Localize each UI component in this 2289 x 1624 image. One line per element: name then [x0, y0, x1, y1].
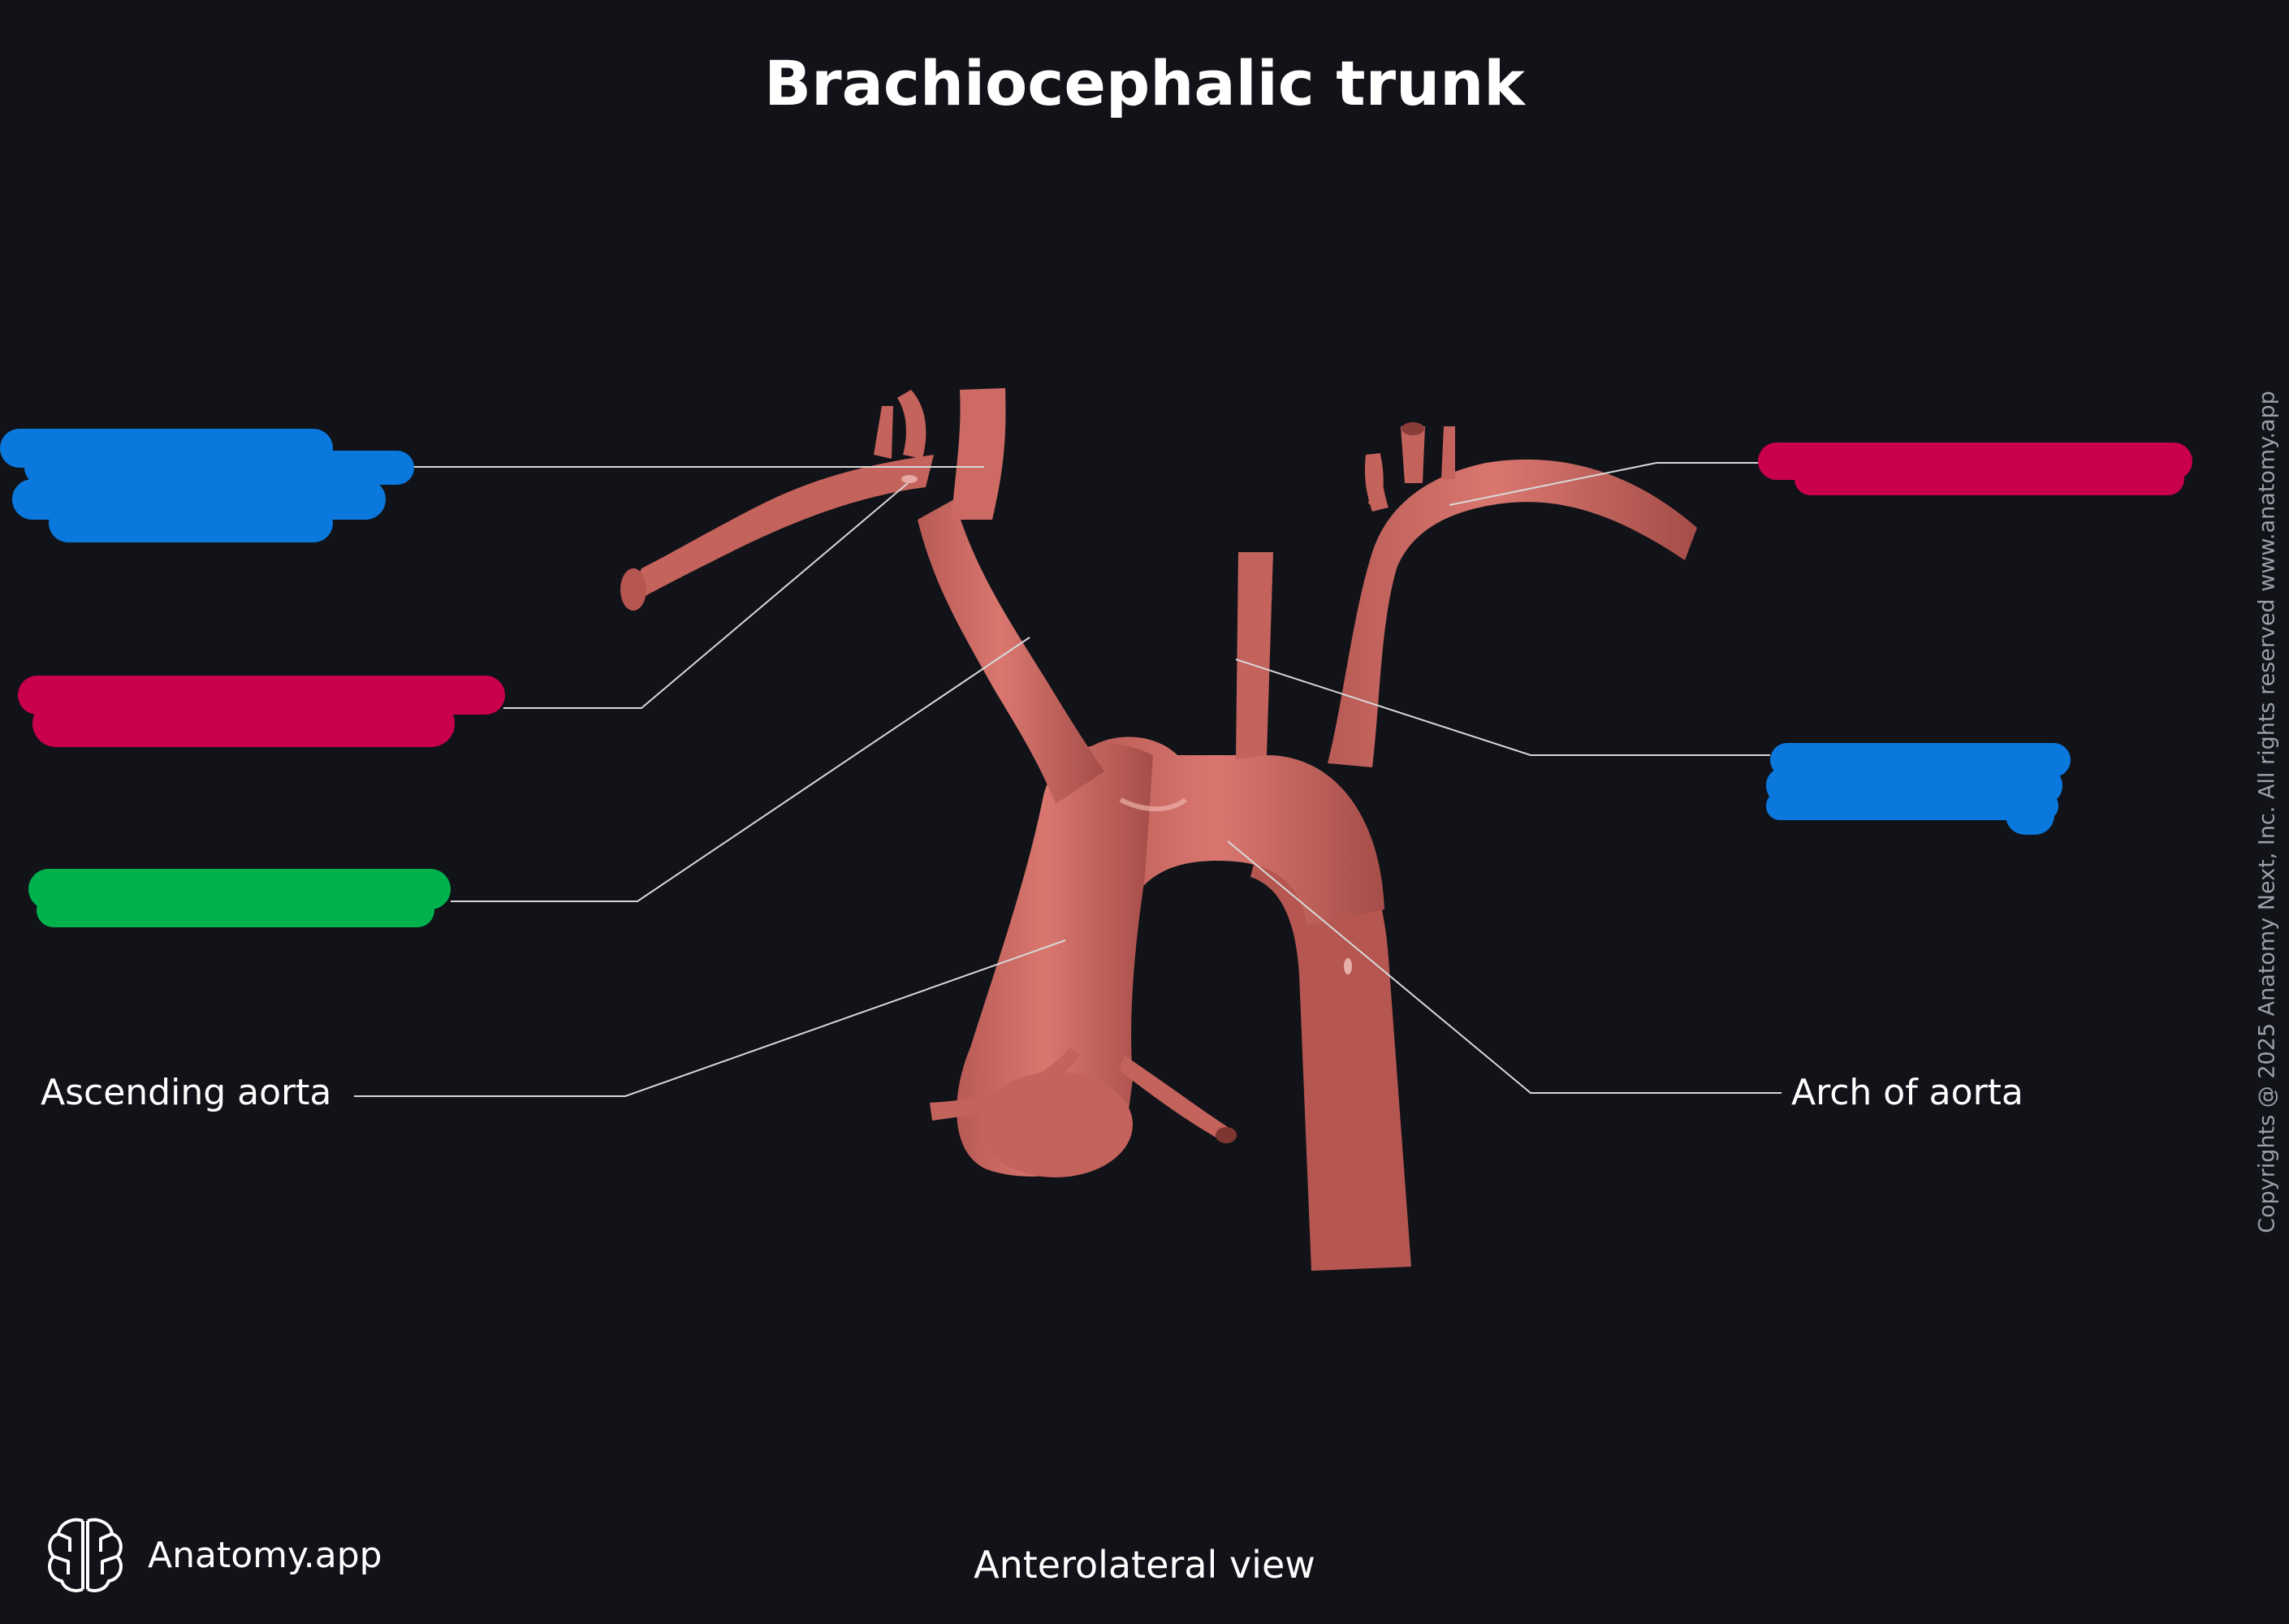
redacted-label-right-middle — [1766, 743, 2071, 835]
label-ascending-aorta: Ascending aorta — [41, 1072, 332, 1113]
descending-aorta — [1250, 803, 1411, 1271]
right-common-carotid — [952, 388, 1006, 520]
leader-line-ascending-aorta — [354, 939, 1066, 1097]
redacted-label-left-top — [0, 429, 414, 542]
page-title: Brachiocephalic trunk — [764, 47, 1525, 119]
redacted-labels — [0, 429, 2192, 927]
right-subclavian — [625, 455, 934, 607]
arch-of-aorta-shape — [1080, 736, 1384, 926]
label-arch-of-aorta: Arch of aorta — [1791, 1072, 2023, 1113]
copyright-notice: Copyrights @ 2025 Anatomy Next, Inc. All… — [2254, 391, 2280, 1233]
leader-line-left-lower — [451, 637, 1030, 902]
brain-logo-icon — [48, 1518, 123, 1592]
left-common-carotid — [1236, 552, 1273, 759]
leader-line-right-middle — [1235, 659, 1770, 756]
right-coronary-artery — [930, 1047, 1080, 1121]
leader-lines — [354, 462, 1782, 1097]
aortic-root — [978, 1072, 1133, 1177]
aorta-illustration — [620, 388, 1697, 1271]
left-coronary-artery — [1119, 1056, 1230, 1141]
brand-name: Anatomy.app — [148, 1535, 382, 1576]
left-subclavian — [1328, 459, 1697, 767]
redacted-label-right-top — [1758, 443, 2192, 495]
brachiocephalic-trunk-shape — [918, 499, 1104, 804]
redacted-label-left-lower — [28, 869, 451, 927]
leader-line-left-middle — [503, 482, 909, 709]
view-caption: Anterolateral view — [974, 1543, 1315, 1587]
ascending-aorta-shape — [957, 744, 1153, 1177]
redacted-label-left-middle — [18, 676, 505, 747]
leader-line-arch-of-aorta — [1227, 840, 1782, 1094]
leader-line-right-top — [1449, 462, 1760, 506]
